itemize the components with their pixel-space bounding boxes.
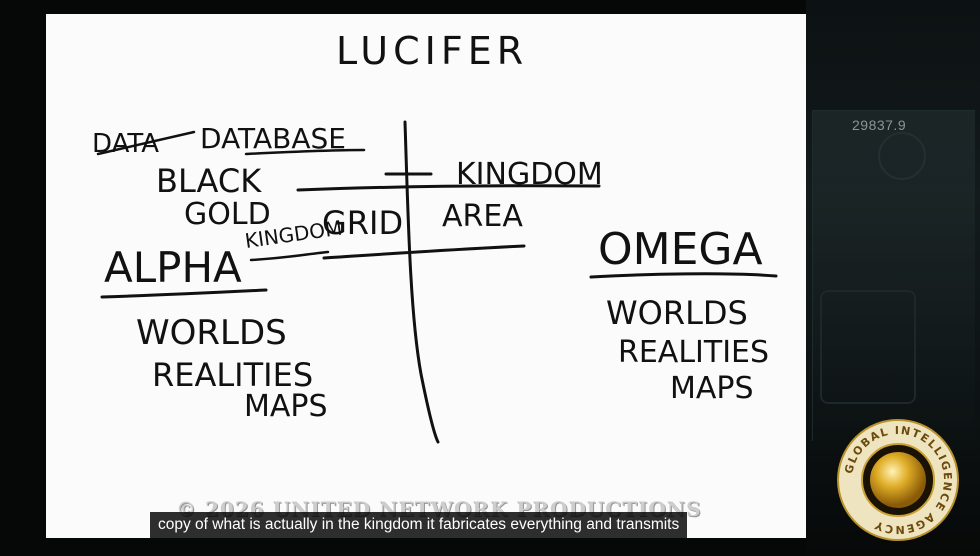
alpha-maps-label: MAPS xyxy=(244,389,328,424)
whiteboard-title: LUCIFER xyxy=(336,29,528,73)
whiteboard-drawing: LUCIFER DATA DATABASE BLACK GOLD KINGDOM… xyxy=(92,29,778,444)
alpha-underline xyxy=(100,288,268,299)
alpha-worlds-label: WORLDS xyxy=(136,313,287,353)
database-label: DATABASE xyxy=(200,122,346,155)
whiteboard: LUCIFER DATA DATABASE BLACK GOLD KINGDOM… xyxy=(46,14,806,538)
crossed-out-word: DATA xyxy=(92,129,159,159)
black-label: BLACK xyxy=(156,162,262,200)
omega-worlds-label: WORLDS xyxy=(606,294,748,332)
hud-frame-graphic xyxy=(820,290,916,404)
horizontal-line-upper xyxy=(296,184,601,192)
hud-readout: 29837.9 xyxy=(852,117,907,133)
kingdom-label: KINGDOM xyxy=(456,157,603,192)
omega-underline xyxy=(589,272,778,279)
omega-label: OMEGA xyxy=(598,224,763,275)
omega-maps-label: MAPS xyxy=(670,371,754,406)
gold-label: GOLD xyxy=(184,197,271,232)
video-caption: copy of what is actually in the kingdom … xyxy=(150,512,688,538)
omega-realities-label: REALITIES xyxy=(618,335,769,370)
kingdom-underline xyxy=(249,250,330,262)
alpha-label: ALPHA xyxy=(104,243,242,292)
grid-label: GRID xyxy=(322,204,403,242)
seal-gold-globe xyxy=(870,452,926,508)
hud-ring-graphic xyxy=(878,132,926,180)
agency-seal-logo: GLOBAL INTELLIGENCE AGENCY xyxy=(837,419,959,541)
database-underline xyxy=(244,148,366,156)
strike-through xyxy=(96,130,196,156)
horizontal-line-lower xyxy=(322,244,526,260)
vertical-divider-line xyxy=(403,120,440,444)
area-label: AREA xyxy=(442,199,523,234)
alpha-realities-label: REALITIES xyxy=(152,356,313,394)
